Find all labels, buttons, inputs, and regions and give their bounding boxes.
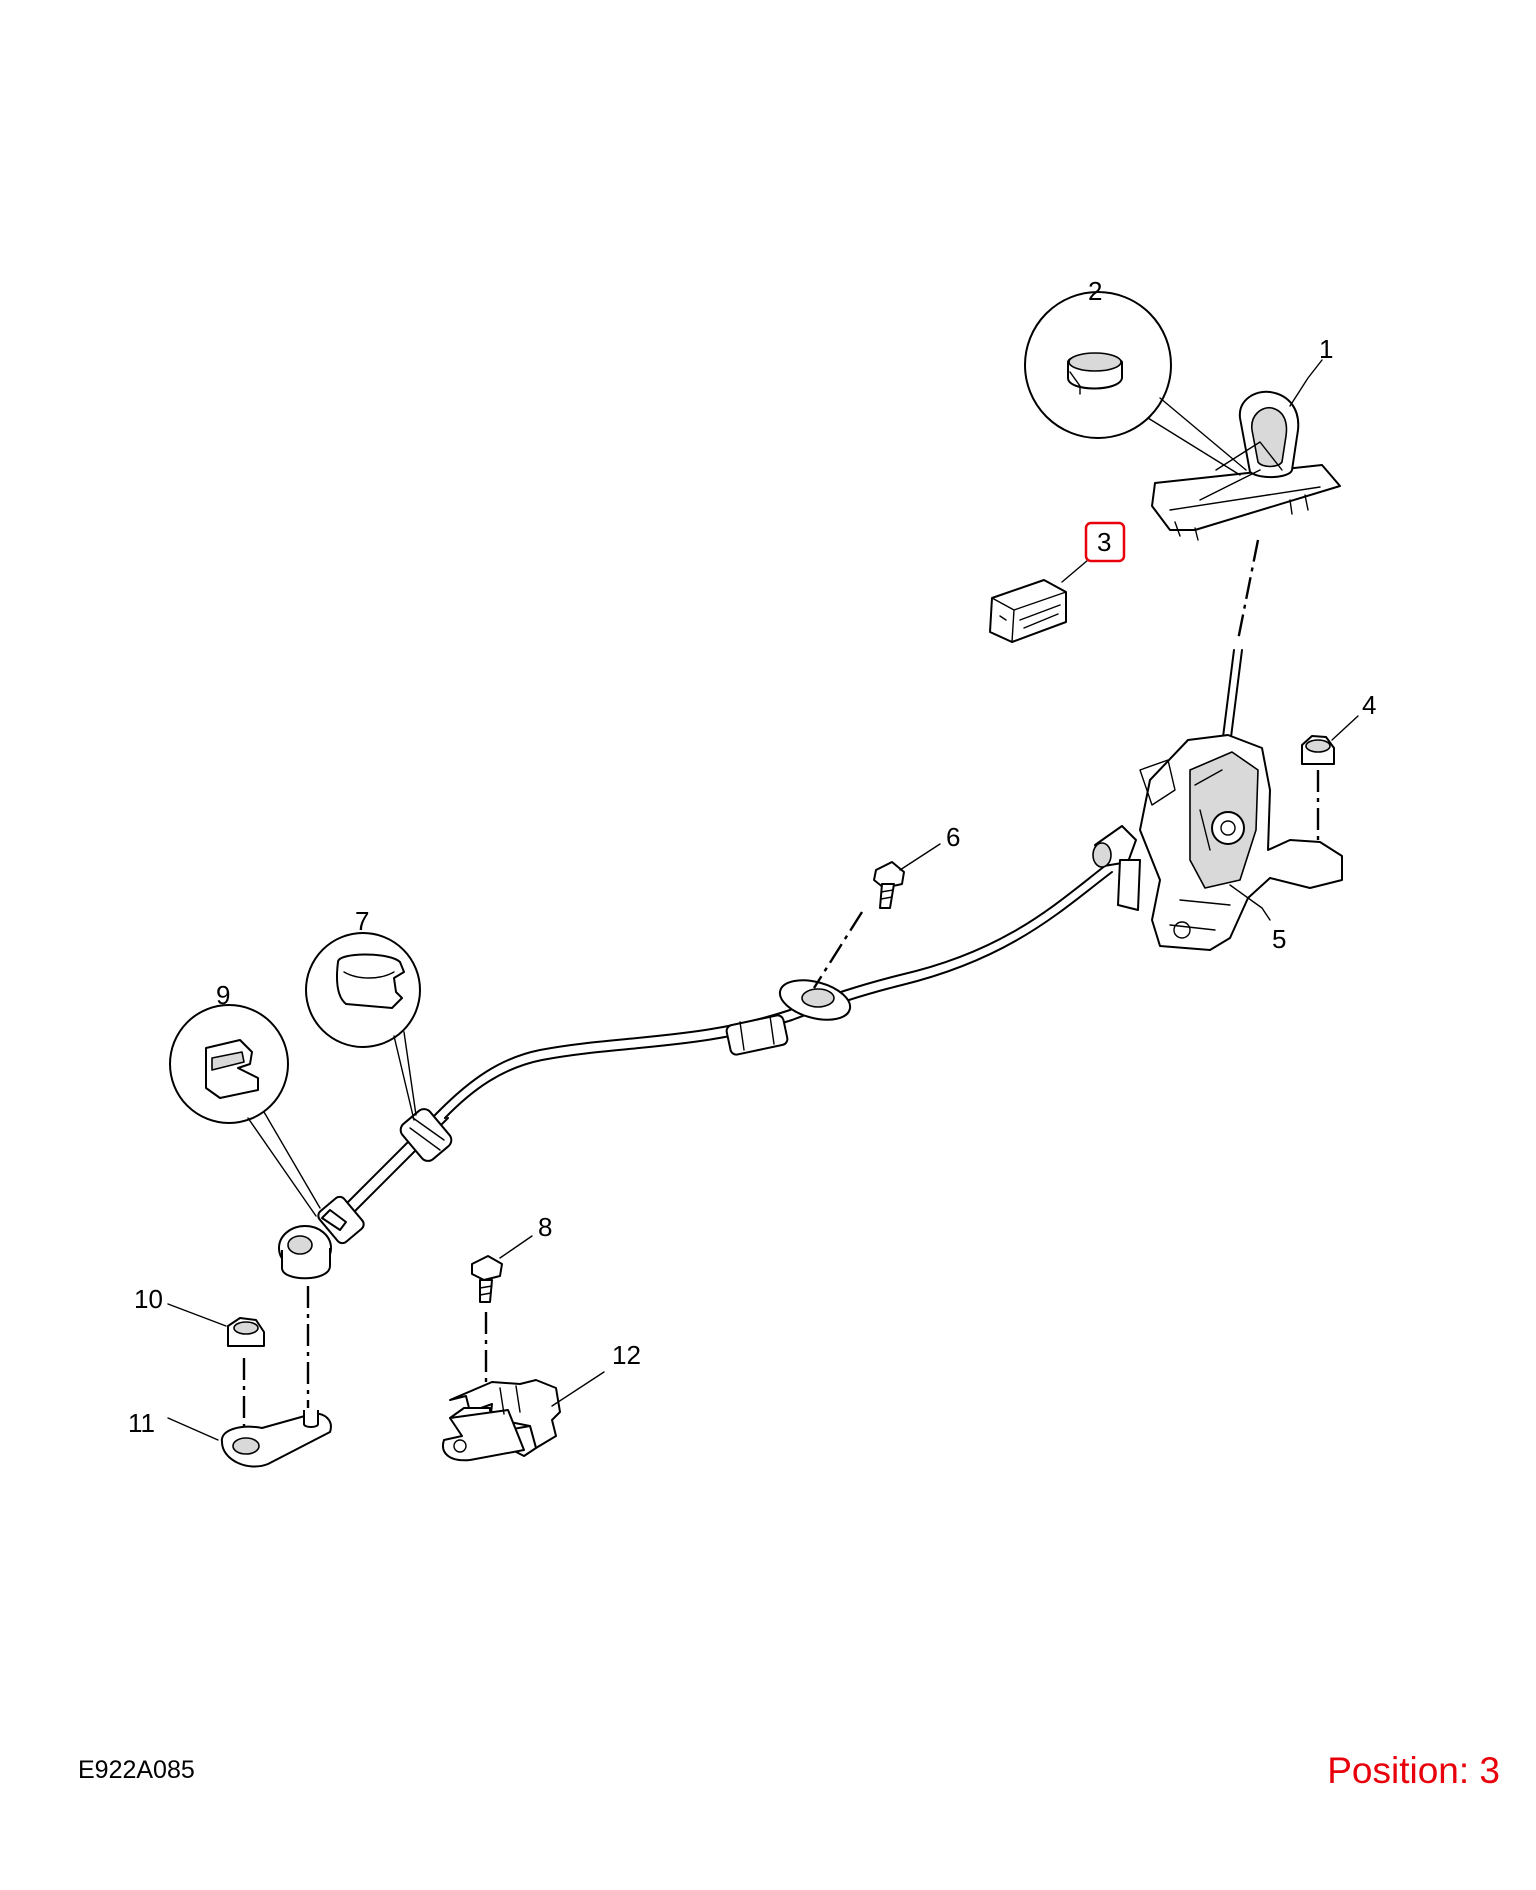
leader-3 <box>1061 559 1089 583</box>
bolt-part-8 <box>471 1255 503 1384</box>
callout-3[interactable]: 3 <box>1097 527 1111 557</box>
callout-2[interactable]: 2 <box>1088 276 1102 306</box>
bolt-part-6 <box>812 861 905 989</box>
drawing-code: E922A085 <box>78 1756 195 1784</box>
callout-5[interactable]: 5 <box>1272 924 1286 954</box>
nut-part-4 <box>1301 735 1335 842</box>
detail-circle-2 <box>1024 291 1247 476</box>
detail-circle-7 <box>305 932 421 1121</box>
leader-8 <box>499 1235 533 1259</box>
callout-11[interactable]: 11 <box>128 1408 155 1438</box>
callout-6[interactable]: 6 <box>946 822 960 852</box>
leader-11 <box>167 1417 219 1441</box>
bracket-part-12 <box>442 1379 561 1462</box>
leader-5 <box>1229 884 1271 921</box>
shift-cable <box>344 861 1113 1215</box>
shifter-housing-part-5 <box>1092 539 1343 951</box>
detail-circle-9 <box>169 1004 321 1217</box>
leader-6 <box>899 843 941 871</box>
leader-1 <box>1289 359 1323 407</box>
nut-part-10 <box>227 1317 265 1432</box>
callout-12[interactable]: 12 <box>612 1340 641 1370</box>
leader-10 <box>167 1303 227 1327</box>
leader-12 <box>551 1371 605 1407</box>
leader-4 <box>1331 715 1359 741</box>
callout-7[interactable]: 7 <box>355 906 369 936</box>
callout-1[interactable]: 1 <box>1319 334 1333 364</box>
shift-knob-assembly <box>1151 390 1341 541</box>
lever-part-11 <box>220 1286 332 1468</box>
cable-end-fitting <box>278 1195 365 1280</box>
callout-9[interactable]: 9 <box>216 980 230 1010</box>
callout-4[interactable]: 4 <box>1362 690 1376 720</box>
callout-8[interactable]: 8 <box>538 1212 552 1242</box>
position-indicator: Position: 3 <box>1327 1750 1500 1791</box>
callout-10[interactable]: 10 <box>134 1284 163 1314</box>
callout-3-highlight-box <box>1084 521 1126 563</box>
selector-module-part-3 <box>989 579 1067 643</box>
